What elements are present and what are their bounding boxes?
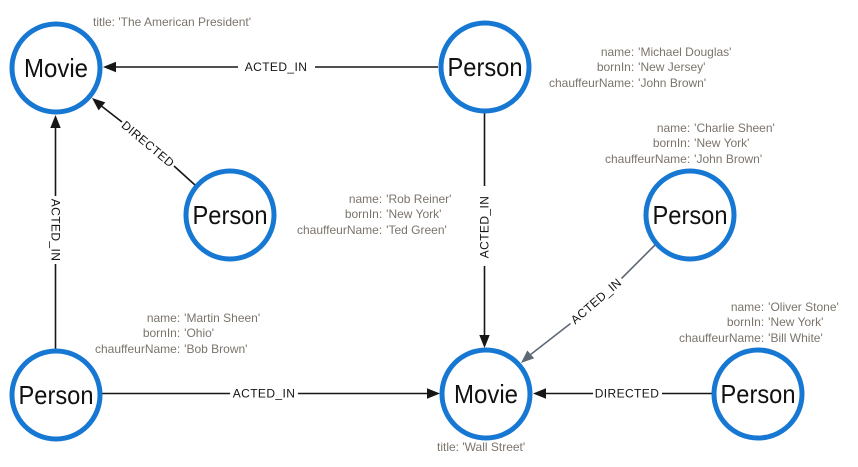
- edge-label: ACTED_IN: [245, 60, 308, 74]
- props-michael-douglas: name: 'Michael Douglas' bornIn: 'New Jer…: [549, 45, 731, 91]
- prop-key: name:: [146, 311, 181, 325]
- edge-label: DIRECTED: [119, 118, 177, 170]
- node-caption: Movie: [454, 379, 518, 409]
- node-person-oliver-stone[interactable]: Person: [711, 347, 805, 441]
- node-person-martin-sheen[interactable]: Person: [9, 348, 103, 442]
- prop-value: 'New Jersey': [638, 60, 706, 75]
- node-movie-american-president[interactable]: Movie: [9, 21, 103, 115]
- prop-value: 'Rob Reiner': [386, 192, 452, 206]
- props-rob-reiner: name: 'Rob Reiner' bornIn: 'New York' ch…: [297, 192, 451, 238]
- arrowhead-icon: [103, 61, 116, 73]
- edge-martin-sheen-acted-in-wall-street[interactable]: ACTED_IN: [102, 387, 440, 401]
- prop-key: bornIn:: [596, 60, 635, 75]
- prop-value: 'Bob Brown': [184, 341, 248, 356]
- node-person-rob-reiner[interactable]: Person: [183, 168, 277, 262]
- title-label-wall-street: title: 'Wall Street': [437, 440, 526, 454]
- arrowhead-icon: [479, 335, 490, 348]
- node-caption: Person: [653, 200, 728, 230]
- node-person-michael-douglas[interactable]: Person: [438, 20, 532, 114]
- prop-value: 'Michael Douglas': [638, 45, 732, 59]
- prop-value: 'Charlie Sheen': [694, 121, 775, 135]
- prop-value: 'Oliver Stone': [768, 300, 839, 314]
- prop-key: bornIn:: [652, 136, 691, 151]
- prop-value: 'New York': [694, 136, 750, 151]
- prop-key: chauffeurName:: [679, 330, 765, 345]
- edge-label: ACTED_IN: [478, 196, 492, 259]
- arrowhead-icon: [92, 98, 106, 111]
- prop-value: 'New York': [386, 207, 442, 222]
- edge-michael-douglas-acted-in-wall-street[interactable]: ACTED_IN: [478, 113, 492, 348]
- edge-charlie-sheen-acted-in-wall-street[interactable]: ACTED_IN: [521, 243, 657, 363]
- node-caption: Person: [448, 52, 523, 82]
- node-person-charlie-sheen[interactable]: Person: [643, 168, 737, 262]
- arrowhead-icon: [427, 388, 440, 399]
- props-oliver-stone: name: 'Oliver Stone' bornIn: 'New York' …: [679, 300, 839, 346]
- node-caption: Movie: [24, 53, 88, 83]
- node-movie-wall-street[interactable]: Movie: [439, 347, 533, 441]
- props-charlie-sheen: name: 'Charlie Sheen' bornIn: 'New York'…: [605, 121, 775, 167]
- edge-label: ACTED_IN: [233, 387, 296, 401]
- prop-key: bornIn:: [142, 326, 181, 341]
- title-label-american-president: title: 'The American President': [93, 15, 251, 29]
- prop-key: chauffeurName:: [95, 341, 181, 356]
- edge-label: DIRECTED: [595, 387, 660, 401]
- prop-key: name:: [348, 192, 383, 206]
- edge-michael-douglas-acted-in-american-president[interactable]: ACTED_IN: [103, 60, 438, 74]
- arrowhead-icon: [533, 388, 546, 399]
- arrowhead-icon: [50, 115, 61, 128]
- props-martin-sheen: name: 'Martin Sheen' bornIn: 'Ohio' chau…: [95, 311, 260, 357]
- prop-key: name:: [730, 300, 765, 314]
- prop-value: 'John Brown': [694, 151, 763, 166]
- edge-oliver-stone-directed-wall-street[interactable]: DIRECTED: [533, 387, 712, 401]
- edge-label: ACTED_IN: [48, 199, 62, 262]
- prop-key: chauffeurName:: [297, 222, 383, 237]
- prop-value: 'John Brown': [638, 75, 707, 90]
- prop-value: 'Ted Green': [386, 222, 447, 237]
- edge-martin-sheen-acted-in-american-president[interactable]: ACTED_IN: [48, 115, 62, 349]
- prop-value: 'Bill White': [768, 330, 823, 345]
- prop-key: bornIn:: [344, 207, 383, 222]
- edge-label: ACTED_IN: [568, 275, 624, 327]
- prop-key: chauffeurName:: [605, 151, 691, 166]
- prop-value: 'Ohio': [184, 326, 215, 341]
- arrowhead-icon: [521, 350, 535, 363]
- edge-rob-reiner-directed-american-president[interactable]: DIRECTED: [92, 98, 196, 186]
- prop-value: 'New York': [768, 315, 824, 330]
- prop-key: name:: [656, 121, 691, 135]
- prop-key: name:: [600, 45, 635, 59]
- prop-value: 'Martin Sheen': [184, 311, 261, 325]
- node-caption: Person: [193, 200, 268, 230]
- node-caption: Person: [19, 380, 94, 410]
- node-caption: Person: [721, 379, 796, 409]
- prop-key: bornIn:: [726, 315, 765, 330]
- prop-key: chauffeurName:: [549, 75, 635, 90]
